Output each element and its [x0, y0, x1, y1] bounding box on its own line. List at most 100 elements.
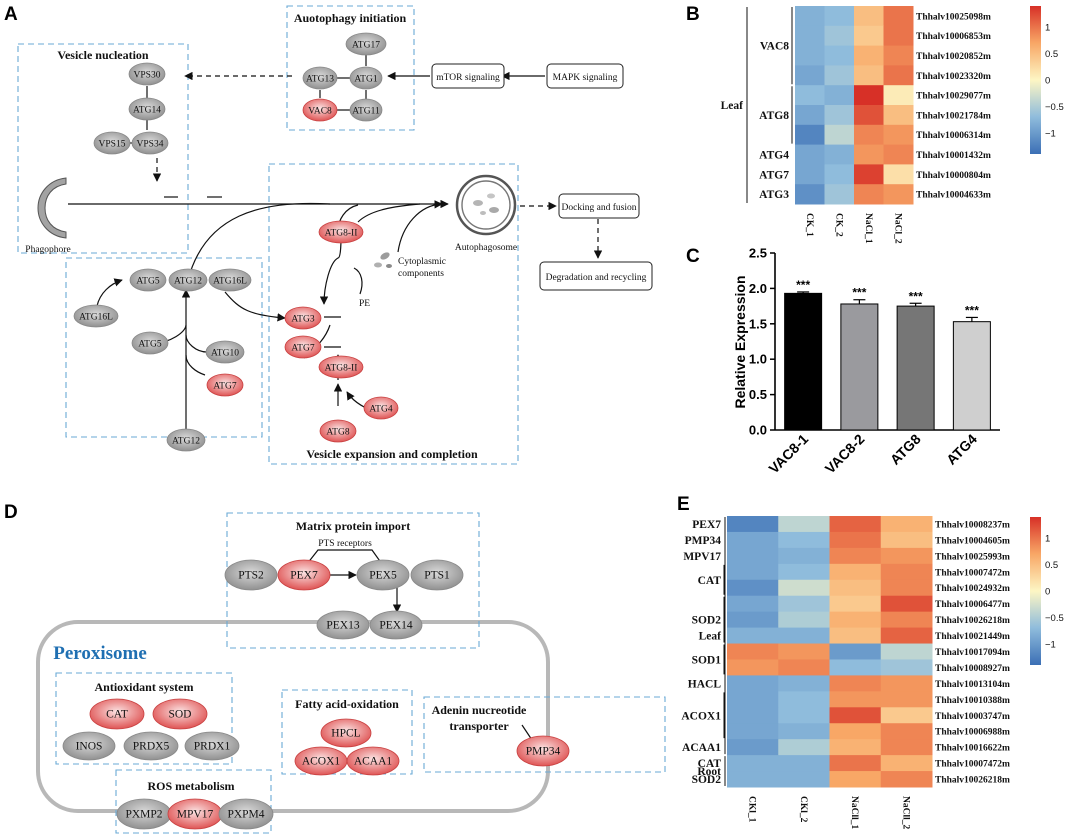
- heatmap-cell: [854, 144, 884, 165]
- box-vesicle-expansion: [268, 163, 519, 465]
- heatmap-cell: [880, 611, 933, 629]
- heatmap-cell: [880, 547, 933, 565]
- heatmap-cell: [727, 643, 779, 660]
- group-label: PEX7: [692, 519, 721, 531]
- row-label: Thhalv10020852m: [916, 52, 991, 62]
- x-tick-label: ATG8: [887, 431, 924, 468]
- node-vps15: VPS15: [93, 131, 131, 155]
- group-label: PMP34: [685, 535, 722, 547]
- svg-text:ACOX1: ACOX1: [302, 756, 341, 768]
- heatmap-cell: [880, 579, 933, 597]
- box-fatty-acid: [281, 689, 413, 775]
- heatmap-cell: [824, 25, 855, 47]
- svg-text:ATG8-II: ATG8-II: [325, 364, 358, 374]
- heatmap-cell: [778, 659, 830, 676]
- heatmap-cell: [854, 164, 884, 185]
- y-axis-label: Relative Expression: [732, 275, 748, 408]
- heatmap-cell: [795, 124, 825, 146]
- svg-text:VAC8: VAC8: [308, 107, 332, 117]
- scale-tick-label: −0.5: [1045, 102, 1064, 113]
- y-tick-label: 0.0: [749, 423, 767, 438]
- node-atg11: ATG11: [349, 98, 383, 122]
- row-label: Thhalv10007472m: [935, 760, 1010, 770]
- panel-e: E Thhalv10008237mThhalv10004605mThhalv10…: [677, 494, 1064, 830]
- row-label: Thhalv10007472m: [935, 568, 1010, 578]
- heatmap-cell: [829, 516, 882, 533]
- heatmap-cell: [880, 771, 933, 788]
- heatmap-cell: [795, 65, 825, 86]
- x-tick-label: ATG4: [943, 431, 980, 468]
- heatmap-cell: [824, 6, 855, 27]
- heatmap-cell: [727, 595, 779, 613]
- heatmap-cell: [727, 547, 779, 565]
- heatmap-cell: [880, 595, 933, 613]
- label-phagophore: Phagophore: [25, 245, 70, 255]
- group-label: ATG7: [759, 169, 789, 181]
- heatmap-cell: [883, 184, 914, 205]
- row-label: Thhalv10026218m: [935, 616, 1010, 626]
- svg-text:PEX14: PEX14: [379, 620, 412, 632]
- group-label: ACOX1: [681, 710, 721, 722]
- node-acaa1: ACAA1: [346, 746, 400, 776]
- panel-a-connectors: [129, 44, 367, 348]
- svg-text:VPS30: VPS30: [134, 71, 161, 81]
- heatmap-cell: [883, 105, 914, 126]
- significance-label: ***: [909, 289, 923, 303]
- heatmap-cell: [883, 65, 914, 86]
- svg-text:Docking and fusion: Docking and fusion: [562, 202, 637, 213]
- svg-text:SOD: SOD: [168, 709, 191, 721]
- heatmap-cell: [829, 547, 882, 565]
- node-atg5-mid: ATG5: [131, 331, 169, 355]
- panel-b: B Thhalv10025098mThhalv10006853mThhalv10…: [686, 4, 1064, 244]
- node-inos: INOS: [62, 731, 116, 761]
- heatmap-cell: [880, 659, 933, 676]
- node-atg10: ATG10: [205, 340, 245, 364]
- tissue-label: Leaf: [721, 100, 744, 112]
- heatmap-cell: [829, 531, 882, 549]
- heatmap-cell: [727, 723, 779, 740]
- node-pex5: PEX5: [356, 559, 410, 591]
- group-label: ATG8: [759, 110, 789, 122]
- node-atg3: ATG3: [284, 306, 322, 330]
- svg-text:ATG5: ATG5: [138, 340, 161, 350]
- group-label: VAC8: [760, 41, 789, 53]
- box-matrix-import: [226, 512, 480, 649]
- svg-text:HPCL: HPCL: [331, 728, 360, 740]
- svg-text:ATG12: ATG12: [172, 437, 200, 447]
- node-pts2: PTS2: [224, 559, 278, 591]
- heatmap-cell: [778, 595, 830, 613]
- column-label: NaCl_2: [892, 213, 902, 244]
- node-pxmp2: PXMP2: [116, 798, 172, 830]
- row-label: Thhalv10021784m: [916, 111, 991, 121]
- group-label: SOD2: [692, 774, 722, 786]
- title-matrix-import: Matrix protein import: [296, 519, 410, 533]
- heatmap-cell: [727, 531, 779, 549]
- box-title-expansion: Vesicle expansion and completion: [306, 447, 478, 461]
- heatmap-cell: [854, 85, 884, 106]
- heatmap-cell: [778, 707, 830, 724]
- node-pex7: PEX7: [277, 559, 331, 591]
- row-label: Thhalv10006477m: [935, 600, 1010, 610]
- node-atg16l-top: ATG16L: [208, 268, 252, 292]
- panel-label-e: E: [677, 494, 690, 515]
- column-label: CKl_1: [747, 796, 757, 823]
- scale-tick-label: 0: [1045, 587, 1050, 598]
- group-label: SOD2: [692, 615, 722, 627]
- box-title-nucleation: Vesicle nucleation: [57, 48, 149, 62]
- heatmap-cell: [854, 45, 884, 66]
- node-atg14: ATG14: [128, 97, 166, 121]
- scale-tick-label: 1: [1045, 23, 1050, 34]
- heatmap-cell: [778, 691, 830, 708]
- node-mpv17: MPV17: [167, 798, 223, 830]
- row-label: Thhalv10003747m: [935, 712, 1010, 722]
- node-atg8-ii-mid: ATG8-II: [318, 355, 364, 379]
- scale-tick-label: 0: [1045, 76, 1050, 87]
- heatmap-cell: [829, 595, 882, 613]
- heatmap-cell: [778, 643, 830, 660]
- heatmap-cell: [880, 643, 933, 660]
- title-fatty-acid: Fatty acid-oxidation: [295, 697, 399, 711]
- scale-tick-label: −0.5: [1045, 613, 1064, 624]
- node-atg8-ii-top: ATG8-II: [318, 220, 364, 244]
